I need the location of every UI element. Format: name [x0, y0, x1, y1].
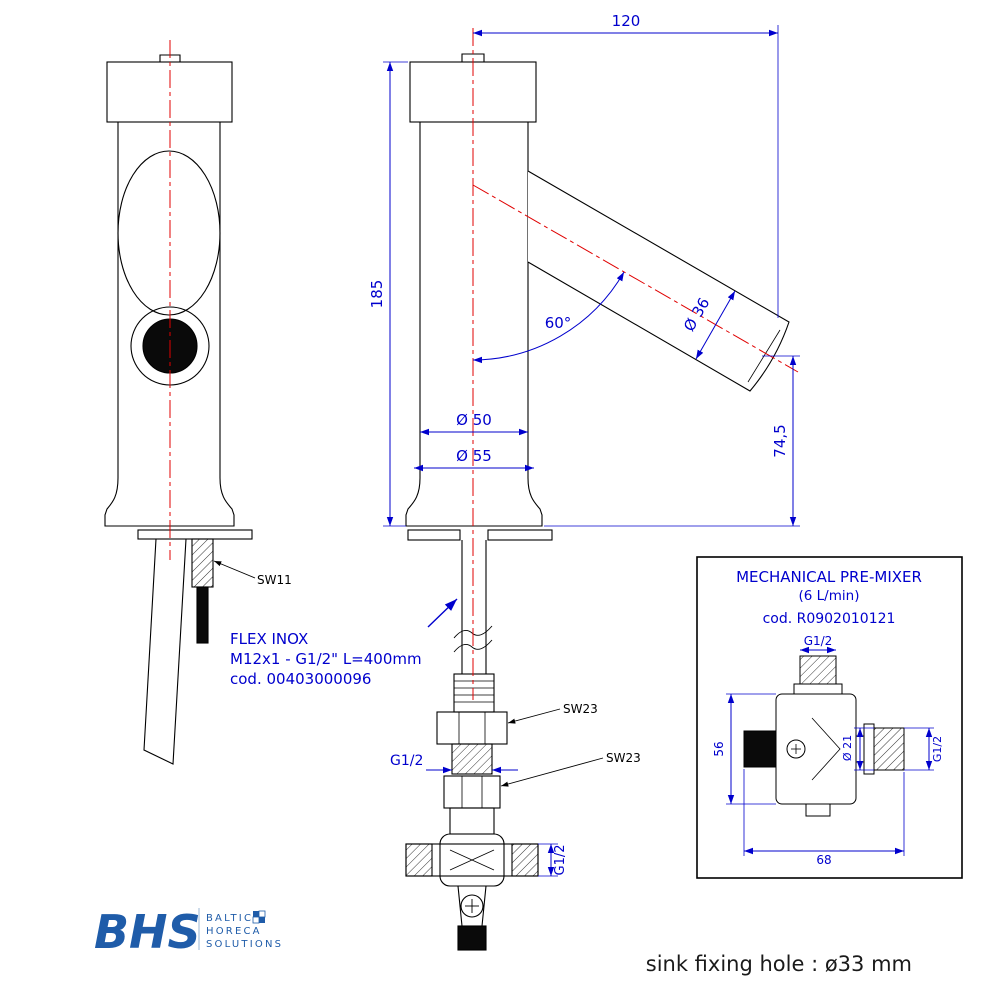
sink-fixing-note: sink fixing hole : ø33 mm	[646, 952, 912, 976]
hose-break-mark-2	[453, 639, 493, 653]
sw23-upper-leader	[507, 708, 561, 724]
inset-right-thread	[873, 727, 905, 771]
inset-dim-outlet-diameter-text: Ø 21	[841, 735, 854, 761]
bhs-logo-text: BHS	[94, 905, 201, 959]
inset-dim-height-text: 56	[712, 741, 726, 756]
inset-screw	[786, 739, 806, 759]
front-flex-hose	[143, 538, 187, 765]
inset-top-port	[799, 655, 837, 685]
dim-spout-drop-text: 74,5	[771, 424, 789, 457]
hose-fitting-corrugation	[454, 680, 494, 703]
logo-line3: SOLUTIONS	[206, 939, 283, 950]
mixer-screw	[460, 894, 484, 918]
mixer-knob	[457, 925, 487, 951]
flex-note-line2: M12x1 - G1/2" L=400mm	[230, 650, 422, 668]
logo-line2: HORECA	[206, 926, 262, 937]
inset-right-flange	[863, 723, 875, 775]
hose-break-mark-1	[453, 625, 493, 639]
centerlines	[169, 28, 799, 700]
mixer-left-thread	[405, 843, 433, 877]
flex-note-line3: cod. 00403000096	[230, 670, 371, 688]
dim-base-diameter-text: Ø 55	[456, 447, 492, 465]
side-body	[405, 122, 543, 527]
inset-title: MECHANICAL PRE-MIXER	[736, 568, 922, 586]
side-mounting-plate-left	[407, 529, 461, 541]
logo-line1: BALTIC	[206, 913, 253, 924]
inset-dimension-lines	[726, 646, 934, 856]
inset-dim-width-text: 68	[816, 853, 831, 867]
dim-inlet-thread-text: G1/2	[390, 753, 423, 769]
inset-dim-right-thread-text: G1/2	[931, 736, 944, 762]
bhs-logo: BHS BALTIC HORECA SOLUTIONS	[94, 905, 283, 959]
mixer-neck	[449, 807, 495, 835]
front-body-recess	[117, 150, 221, 316]
sw23-lower-label: SW23	[606, 751, 641, 765]
sw11-leader	[213, 560, 256, 579]
sw23-lower-leader	[500, 757, 604, 787]
mixer-x-line	[449, 849, 495, 871]
faucet-side-view	[405, 53, 790, 951]
inset-code: cod. R0902010121	[763, 611, 896, 627]
flex-pointer-arrow	[427, 598, 458, 628]
leader-lines	[213, 560, 604, 787]
dim-outlet-thread-text: G1/2	[553, 845, 568, 876]
side-spout-fill	[528, 171, 789, 391]
mixer-right-thread	[511, 843, 539, 877]
hex-nut-lower	[443, 775, 501, 809]
inset-dim-top-thread-text: G1/2	[804, 634, 833, 648]
front-stud-rod	[196, 586, 209, 644]
inset-mixer-outline	[743, 655, 905, 817]
dim-60deg-arc	[472, 271, 625, 364]
dim-body-diameter-text: Ø 50	[456, 411, 492, 429]
inset-top-flange	[793, 683, 843, 695]
inset-v-line	[811, 717, 841, 781]
front-mounting-plate	[137, 529, 253, 540]
inset-knob	[743, 730, 777, 768]
inset-border	[696, 556, 963, 879]
sw11-label: SW11	[257, 573, 292, 587]
side-spout	[527, 170, 790, 392]
dim-top-width-text: 120	[612, 12, 641, 30]
threaded-neck	[451, 743, 493, 775]
premixer-inset: MECHANICAL PRE-MIXER (6 L/min) cod. R090…	[696, 556, 963, 879]
flex-note-line1: FLEX INOX	[230, 630, 308, 648]
dim-angle-text: 60°	[545, 314, 572, 332]
logo-checker-icon	[252, 910, 266, 924]
front-threaded-stud	[191, 538, 214, 588]
dim-height-text: 185	[368, 280, 386, 309]
sw23-upper-label: SW23	[563, 702, 598, 716]
dim-36-line	[695, 290, 736, 360]
side-mounting-plate-right	[487, 529, 553, 541]
dimension-texts: 120 185 Ø 36 60° Ø 50 Ø 55 74,5 G1/2 G1/…	[230, 12, 789, 876]
inset-bottom-stub	[805, 803, 831, 817]
hose-end-fitting	[453, 673, 495, 713]
inset-flow: (6 L/min)	[799, 588, 860, 604]
spout-axis-centerline	[472, 184, 799, 373]
hex-nut-upper	[436, 711, 508, 745]
dimension-lines	[383, 25, 800, 877]
